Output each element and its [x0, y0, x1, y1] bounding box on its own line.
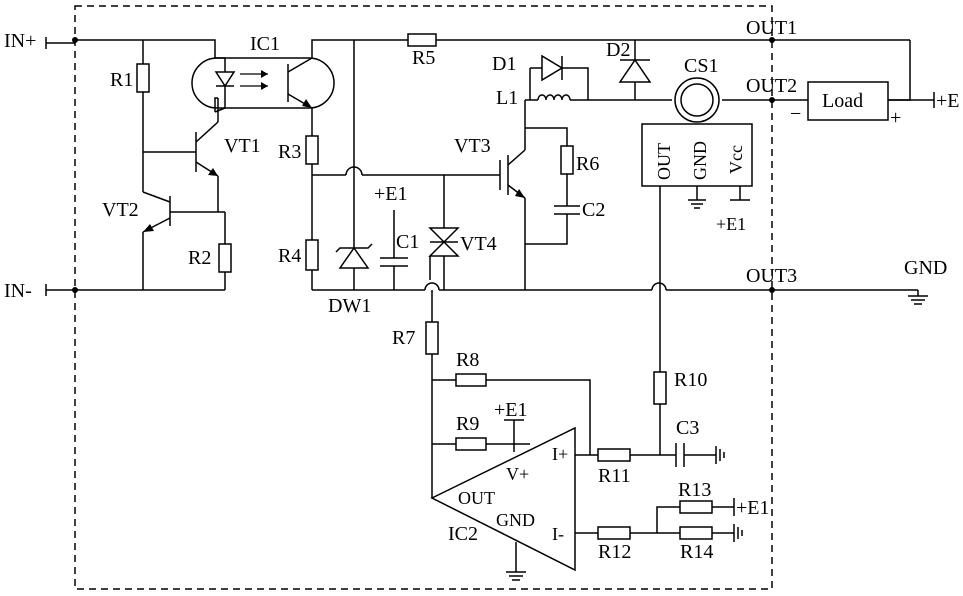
label-r11: R11: [598, 465, 631, 487]
label-r1: R1: [110, 69, 133, 91]
label-r7: R7: [392, 327, 415, 349]
label-out1: OUT1: [746, 17, 797, 39]
label-gnd: GND: [904, 257, 947, 279]
label-c2: C2: [582, 199, 605, 221]
label-ic2-iplus: I+: [552, 444, 568, 464]
zener-dw1: [336, 172, 372, 290]
label-load: Load: [822, 90, 863, 112]
label-l1: L1: [496, 87, 518, 109]
transistor-vt3: [500, 100, 525, 290]
label-load-minus: −: [790, 103, 801, 125]
capacitor-c2: [554, 206, 580, 214]
label-ic1: IC1: [250, 33, 280, 55]
resistor-r7: [426, 322, 438, 354]
resistor-r6: [561, 146, 573, 174]
label-e1-r13: +E1: [736, 497, 770, 519]
ground-symbol: [908, 290, 928, 304]
label-e1-ic2: +E1: [494, 399, 528, 421]
label-vt1: VT1: [224, 135, 261, 157]
label-r4: R4: [278, 245, 301, 267]
label-load-plus: +: [890, 107, 901, 129]
label-out2: OUT2: [746, 75, 797, 97]
label-dw1: DW1: [328, 295, 371, 317]
transistor-vt2: [143, 152, 218, 290]
resistor-r4: [306, 240, 318, 270]
label-d1: D1: [492, 53, 516, 75]
label-r13: R13: [678, 479, 711, 501]
label-r14: R14: [680, 541, 713, 563]
input-plus-rail: [75, 40, 215, 58]
resistor-r1: [137, 64, 149, 92]
label-e1-cs1: +E1: [716, 214, 746, 234]
label-c1: C1: [396, 231, 419, 253]
diode-d2: [620, 60, 650, 100]
label-ic2-gnd: GND: [496, 510, 535, 530]
label-r12: R12: [598, 541, 631, 563]
label-r6: R6: [576, 153, 599, 175]
label-in-minus: IN-: [4, 280, 32, 302]
label-e1-c1: +E1: [374, 183, 408, 205]
input-terminals: [46, 37, 78, 296]
label-in-plus: IN+: [4, 30, 36, 52]
resistor-r14: [680, 527, 712, 539]
label-r5: R5: [412, 47, 435, 69]
label-ic2-iminus: I-: [552, 524, 564, 544]
resistor-r13: [680, 501, 712, 513]
resistor-r2: [219, 244, 231, 272]
label-cs1: CS1: [684, 55, 718, 77]
label-r3: R3: [278, 141, 301, 163]
label-ic2: IC2: [448, 523, 478, 545]
inductor-l1: [538, 95, 570, 100]
label-ic2-out: OUT: [458, 488, 495, 508]
label-r2: R2: [188, 247, 211, 269]
module-boundary: [75, 6, 772, 589]
resistor-r12: [598, 527, 630, 539]
resistor-r9: [456, 438, 486, 450]
label-cs1-vcc: Vcc: [726, 145, 746, 174]
resistor-r10: [654, 372, 666, 404]
capacitor-c3: [676, 443, 684, 467]
thyristor-vt4: [430, 175, 458, 290]
label-c3: C3: [676, 417, 699, 439]
diode-d1: [542, 56, 562, 80]
label-out3: OUT3: [746, 265, 797, 287]
label-cs1-out: OUT: [654, 143, 674, 180]
label-r9: R9: [456, 413, 479, 435]
optocoupler-ic1: [192, 58, 334, 108]
label-r10: R10: [674, 369, 707, 391]
transistor-vt1: [143, 98, 218, 212]
label-ic2-vplus: V+: [506, 464, 529, 484]
label-r8: R8: [456, 349, 479, 371]
label-vt2: VT2: [102, 199, 139, 221]
label-d2: D2: [606, 39, 630, 61]
label-vt4: VT4: [460, 233, 497, 255]
resistor-r3: [306, 136, 318, 164]
top-rail: [312, 40, 408, 58]
resistor-r11: [598, 449, 630, 461]
label-plus-e: +E: [936, 90, 960, 112]
resistor-r5: [408, 34, 436, 46]
resistor-r8: [456, 374, 486, 386]
label-vt3: VT3: [454, 135, 491, 157]
label-cs1-gnd: GND: [690, 141, 710, 180]
